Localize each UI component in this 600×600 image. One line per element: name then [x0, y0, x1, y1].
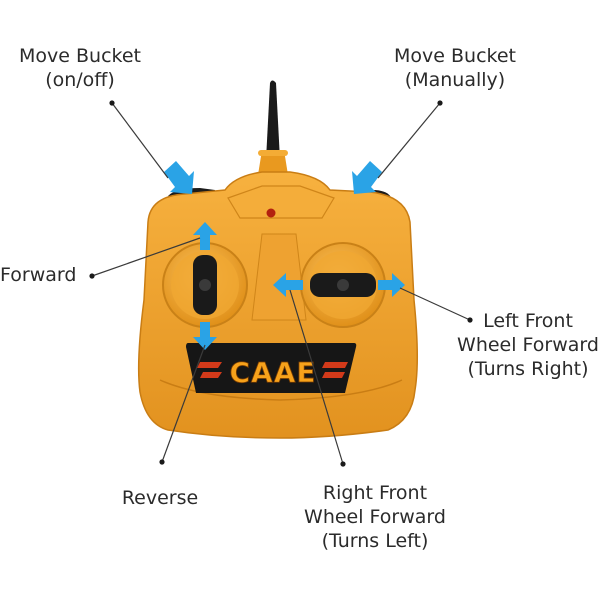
- label-move-bucket-manual: Move Bucket (Manually): [380, 44, 530, 92]
- label-line: Reverse: [121, 487, 199, 509]
- status-led: [266, 208, 276, 218]
- arrow-bucket-manual: [352, 161, 382, 194]
- leader-lines: [89, 100, 473, 467]
- label-line: (Turns Right): [467, 358, 589, 380]
- arrow-turn-left: [273, 273, 303, 297]
- arrow-reverse: [193, 322, 217, 350]
- label-line: Move Bucket: [394, 45, 516, 67]
- left-joystick[interactable]: [162, 242, 248, 328]
- brand-logo: CAAE: [229, 356, 316, 389]
- label-right-front-wheel-forward: Right Front Wheel Forward (Turns Left): [290, 481, 460, 553]
- brand-panel: CAAE: [186, 343, 357, 393]
- label-line: Wheel Forward: [457, 334, 599, 356]
- arrow-forward: [193, 222, 217, 250]
- label-line: (Turns Left): [321, 530, 429, 552]
- label-line: Wheel Forward: [304, 506, 446, 528]
- label-reverse: Reverse: [110, 486, 210, 510]
- label-move-bucket-onoff: Move Bucket (on/off): [5, 44, 155, 92]
- label-line: Right Front: [322, 482, 428, 504]
- arrow-turn-right: [378, 273, 405, 297]
- arrow-bucket-onoff: [164, 161, 194, 194]
- label-line: Left Front: [483, 310, 573, 332]
- label-line: (on/off): [45, 69, 115, 91]
- label-left-front-wheel-forward: Left Front Wheel Forward (Turns Right): [440, 309, 600, 381]
- label-line: Forward: [0, 264, 77, 286]
- antenna: [258, 80, 288, 175]
- label-forward: Forward: [0, 263, 76, 287]
- label-line: Move Bucket: [19, 45, 141, 67]
- right-joystick[interactable]: [300, 242, 386, 328]
- label-line: (Manually): [404, 69, 506, 91]
